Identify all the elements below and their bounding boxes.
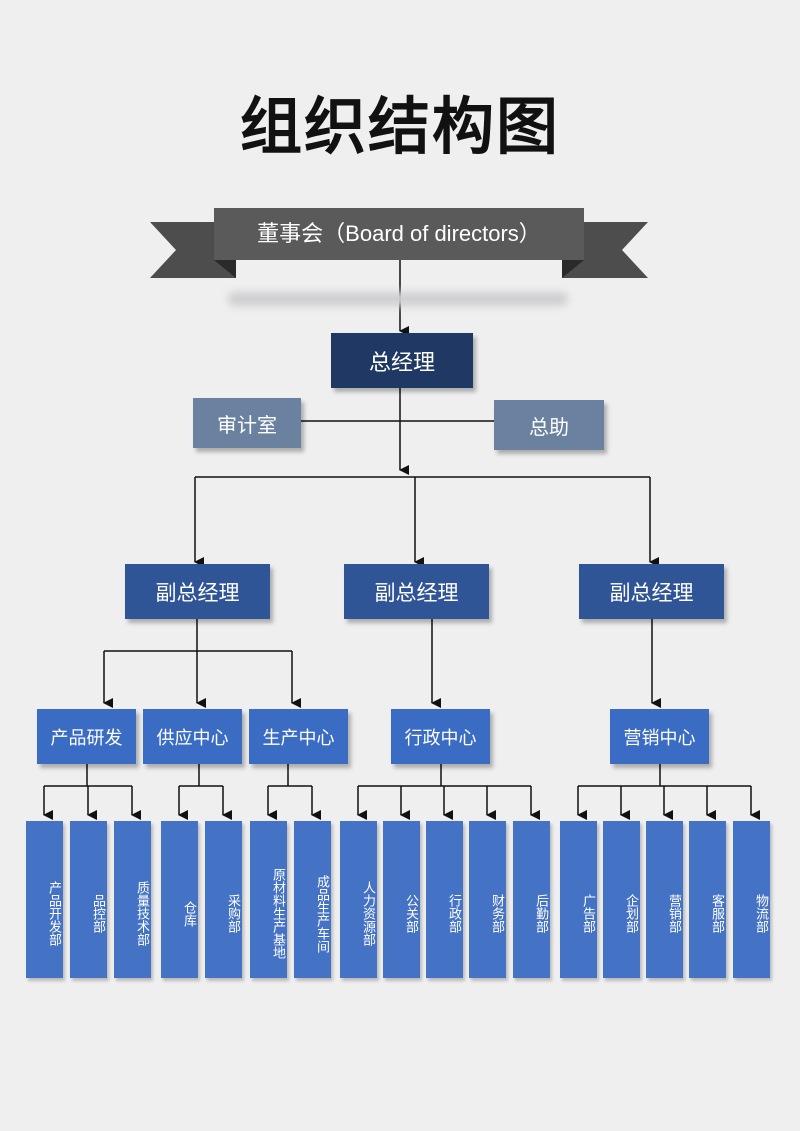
assistant-box: 总助 [494,400,604,450]
assistant-label: 总助 [529,414,569,439]
department-box: 品控部 [70,821,107,978]
department-box: 成品生产车间 [294,821,331,978]
vice-president-box-2: 副总经理 [344,564,489,619]
center-label: 产品研发 [50,727,123,749]
general-manager-box: 总经理 [331,333,473,388]
center-label: 行政中心 [404,727,477,749]
department-box: 行政部 [426,821,463,978]
department-box: 公关部 [383,821,420,978]
department-box: 质量技术部 [114,821,151,978]
center-box-supply: 供应中心 [143,709,242,764]
department-box: 物流部 [733,821,770,978]
department-box: 原材料生产基地 [250,821,287,978]
department-box: 财务部 [469,821,506,978]
department-box: 产品开发部 [26,821,63,978]
center-box-rd: 产品研发 [37,709,136,764]
center-box-marketing: 营销中心 [610,709,709,764]
connector-lines [43,260,760,820]
ribbon-right-fold [562,260,584,278]
page-title: 组织结构图 [239,90,560,163]
audit-office-box: 审计室 [193,398,301,448]
center-box-admin: 行政中心 [391,709,490,764]
department-box: 仓库 [161,821,198,978]
vice-president-label: 副总经理 [374,580,459,605]
vice-president-box-1: 副总经理 [125,564,270,619]
ribbon-left-fold [214,260,236,278]
department-box: 后勤部 [513,821,550,978]
vice-president-label: 副总经理 [155,580,240,605]
department-box: 采购部 [205,821,242,978]
general-manager-label: 总经理 [368,350,435,376]
center-box-production: 生产中心 [249,709,348,764]
department-box: 企划部 [603,821,640,978]
center-label: 营销中心 [623,727,696,749]
audit-office-label: 审计室 [217,412,277,437]
center-label: 生产中心 [262,727,335,749]
vice-president-box-3: 副总经理 [579,564,724,619]
vice-president-label: 副总经理 [609,580,694,605]
ribbon-shadow [228,292,568,306]
department-box: 广告部 [560,821,597,978]
center-label: 供应中心 [156,727,229,749]
board-of-directors: 董事会（Board of directors） [257,221,541,246]
department-box: 人力资源部 [340,821,377,978]
department-box: 客服部 [689,821,726,978]
department-box: 营销部 [646,821,683,978]
ribbon-body [214,208,584,260]
